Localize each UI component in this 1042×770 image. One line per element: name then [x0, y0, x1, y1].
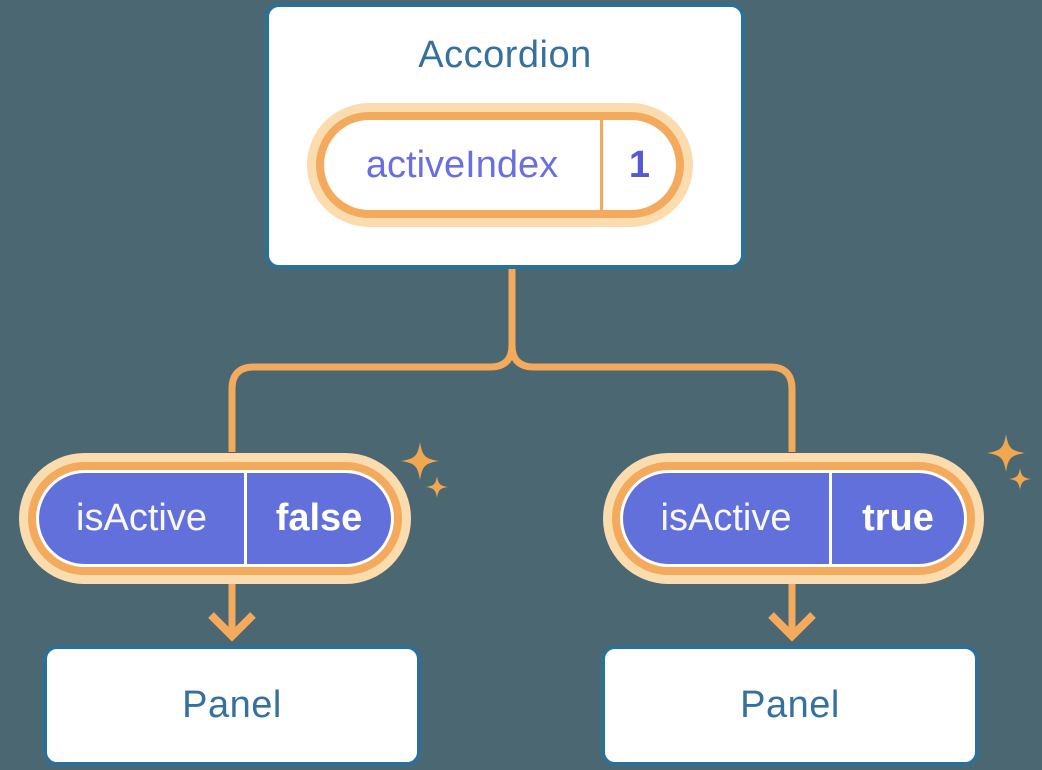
prop-pill-body: isActive false — [39, 473, 391, 564]
prop-pill-ring: isActive false — [28, 462, 402, 575]
state-pill-body: activeIndex 1 — [324, 120, 676, 210]
tree-connector-right — [508, 267, 796, 452]
panel-component-box-right: Panel — [601, 645, 979, 766]
prop-value-left: false — [275, 497, 363, 539]
accordion-component-box: Accordion activeIndex 1 — [265, 3, 745, 269]
arrow-head-left-icon — [208, 612, 256, 642]
prop-pill-left: isActive false — [19, 453, 411, 584]
sparkle-icon — [987, 434, 1025, 472]
prop-name-left: isActive — [76, 497, 207, 539]
state-pill-ring: activeIndex 1 — [316, 112, 684, 218]
state-name: activeIndex — [365, 143, 559, 186]
prop-pill-gap: isActive false — [36, 470, 394, 567]
pill-divider — [244, 473, 247, 564]
sparkle-icon — [426, 476, 448, 498]
panel-component-box-left: Panel — [43, 645, 421, 766]
prop-value-right: true — [862, 497, 934, 539]
tree-connector-left — [228, 267, 516, 452]
pill-divider — [829, 473, 832, 564]
prop-pill-body: isActive true — [623, 473, 964, 564]
prop-name-right: isActive — [660, 497, 792, 539]
state-value: 1 — [628, 143, 651, 186]
arrow-head-right-icon — [768, 612, 816, 642]
state-pill: activeIndex 1 — [307, 103, 693, 227]
prop-pill-ring: isActive true — [612, 462, 975, 575]
component-title: Accordion — [418, 34, 592, 76]
prop-pill-right: isActive true — [603, 453, 984, 584]
pill-divider — [600, 120, 603, 210]
sparkle-icon — [401, 442, 439, 480]
sparkle-icon — [1009, 468, 1031, 490]
prop-pill-gap: isActive true — [620, 470, 967, 567]
